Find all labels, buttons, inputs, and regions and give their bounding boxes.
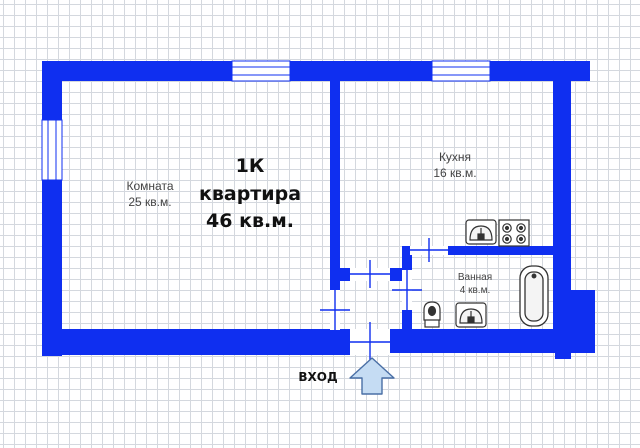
apartment-rooms: 1К xyxy=(235,155,265,177)
wall-bottom-notch xyxy=(555,345,571,359)
wall-bottom-left xyxy=(42,329,352,355)
door-kitchen-bath xyxy=(410,238,448,262)
bathtub-icon xyxy=(519,265,549,327)
window-left-room xyxy=(41,119,63,181)
room-name: Ванная xyxy=(457,272,493,283)
window-top-kitchen xyxy=(431,60,491,82)
room-name: Комната xyxy=(126,179,174,193)
room-area: 4 кв.м. xyxy=(459,285,491,296)
sink-icon xyxy=(465,219,497,245)
room-label-living: Комната 25 кв.м. xyxy=(100,179,200,210)
wall-right-upper xyxy=(553,61,571,297)
door-kitchen xyxy=(350,260,390,288)
apartment-title: 1К квартира 46 кв.м. xyxy=(190,153,310,236)
room-area: 25 кв.м. xyxy=(128,194,172,209)
window-top-room xyxy=(231,60,291,82)
room-label-kitchen: Кухня 16 кв.м. xyxy=(405,150,505,181)
apartment-total-area: 46 кв.м. xyxy=(206,210,294,233)
toilet-icon xyxy=(423,301,441,328)
partition-room-kitchen xyxy=(330,77,340,292)
door-bathroom xyxy=(392,270,422,310)
wall-left xyxy=(42,61,62,356)
kitchen-bath-wall xyxy=(402,246,554,255)
windows xyxy=(41,60,491,181)
room-name: Кухня xyxy=(438,150,472,164)
apartment-type: квартира xyxy=(198,182,302,205)
door-room xyxy=(320,290,350,330)
entrance-label: ВХОД xyxy=(298,370,338,384)
doors xyxy=(320,238,448,360)
partition-corridor-left xyxy=(330,282,340,292)
wall-top xyxy=(42,61,590,81)
room-label-bathroom: Ванная 4 кв.м. xyxy=(440,271,510,297)
bath-sink-icon xyxy=(455,302,487,328)
entrance-arrow-icon xyxy=(349,357,395,395)
door-entrance xyxy=(350,322,390,360)
room-area: 16 кв.м. xyxy=(433,165,477,180)
stove-icon xyxy=(498,219,530,247)
